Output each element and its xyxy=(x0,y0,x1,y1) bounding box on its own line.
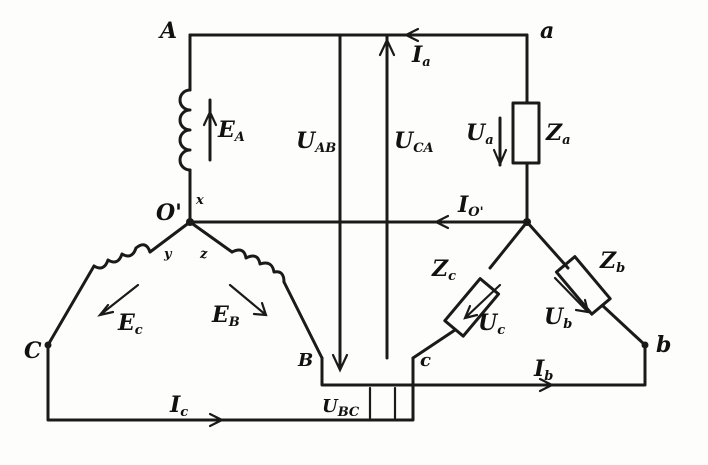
wire-O-B xyxy=(188,220,234,254)
label-EA: EA xyxy=(217,117,245,145)
wire-C-bottom xyxy=(46,343,415,422)
label-Ia: Ia xyxy=(411,42,431,70)
label-Zb: Zb xyxy=(599,248,625,276)
node-dot-O xyxy=(186,218,194,226)
arrow-Ic xyxy=(208,412,225,428)
arrow-UCA xyxy=(378,37,396,57)
arrow-Ub xyxy=(553,276,590,314)
label-UAB: UAB xyxy=(296,128,336,156)
label-Ib: Ib xyxy=(533,356,553,384)
label-Ua: Ua xyxy=(466,120,494,148)
label-node-x: x xyxy=(195,193,204,208)
arrow-Ua xyxy=(492,148,508,167)
label-node-y: y xyxy=(163,247,173,262)
label-node-A: A xyxy=(158,18,177,44)
wire-Zb-b xyxy=(601,304,647,347)
label-UCA: UCA xyxy=(394,128,434,156)
label-Ub: Ub xyxy=(544,304,572,332)
arrow-EB xyxy=(228,283,268,317)
wire-o-c xyxy=(488,220,529,270)
arrow-EA xyxy=(202,109,218,127)
label-node-a: a xyxy=(540,18,554,44)
arrow-Ia xyxy=(403,27,420,43)
label-node-z: z xyxy=(199,247,208,262)
label-Io: IO' xyxy=(457,192,484,220)
arrow-Ib xyxy=(538,377,555,393)
label-node-c: c xyxy=(420,350,431,371)
label-Ic: Ic xyxy=(169,392,188,420)
label-node-b: b xyxy=(656,332,671,358)
label-EB: EB xyxy=(211,302,240,330)
label-Uc: Uc xyxy=(478,310,505,338)
label-EC: Ec xyxy=(117,310,143,338)
label-Za: Za xyxy=(545,120,571,148)
wire-EB-B xyxy=(282,280,324,360)
coil-EC xyxy=(92,243,152,270)
arrow-Io xyxy=(433,214,450,230)
impedance-Zb xyxy=(554,255,612,316)
label-node-C: C xyxy=(24,338,42,364)
wire-Zc-c xyxy=(411,328,457,360)
node-dot-b xyxy=(641,341,649,349)
wire-o-b xyxy=(525,220,570,270)
wire-EC-C xyxy=(46,264,96,347)
label-node-B: B xyxy=(297,350,313,371)
label-node-O: O' xyxy=(156,200,182,226)
coil-EA xyxy=(178,88,192,172)
node-dot-o xyxy=(523,218,531,226)
impedance-Za xyxy=(511,101,541,165)
label-Zc: Zc xyxy=(431,256,456,284)
wire-O-C xyxy=(148,220,192,254)
impedance-Zc xyxy=(443,277,501,338)
coil-EB xyxy=(230,248,286,284)
label-UBC: UBC xyxy=(322,396,360,420)
arrow-EC xyxy=(97,283,140,317)
wire-B-bottom xyxy=(320,343,647,387)
node-dot-C xyxy=(44,341,52,349)
arrow-UAB xyxy=(331,353,349,373)
arrow-Uc xyxy=(463,283,502,320)
